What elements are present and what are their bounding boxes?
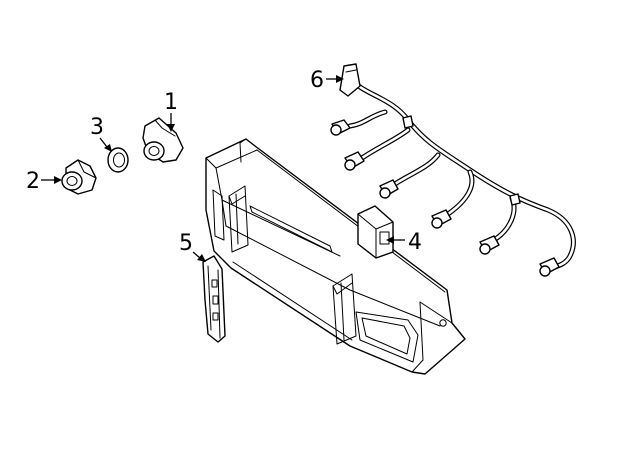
callout-5: 5	[179, 231, 206, 262]
wiring-harness	[330, 63, 576, 277]
callout-2: 2	[26, 169, 62, 194]
callout-4: 4	[386, 230, 422, 255]
callout-3: 3	[90, 115, 112, 152]
sensor-ring	[107, 147, 129, 173]
control-module	[357, 205, 394, 259]
parking-sensor	[142, 117, 184, 163]
callout-3-number: 3	[90, 115, 104, 140]
callout-6-number: 6	[310, 68, 324, 93]
callout-1: 1	[164, 90, 178, 132]
bumper-reinforcement	[205, 138, 466, 375]
side-bracket	[202, 255, 226, 343]
callout-1-number: 1	[164, 90, 178, 115]
sensor-housing	[61, 159, 97, 195]
callout-4-number: 4	[408, 230, 422, 255]
callout-6: 6	[310, 68, 344, 93]
callout-5-number: 5	[179, 231, 193, 256]
callout-2-number: 2	[26, 169, 40, 194]
